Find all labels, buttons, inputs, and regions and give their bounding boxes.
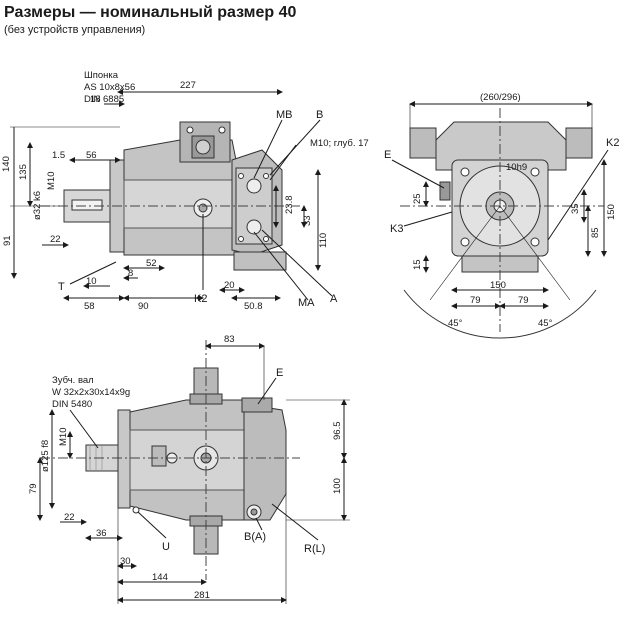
- dim-10h9: 10h9: [506, 162, 527, 173]
- spline-note-line3: DIN 5480: [52, 399, 92, 410]
- dim-150-horizontal: 150: [490, 280, 506, 291]
- dim-83: 83: [224, 334, 235, 345]
- key-note-line2: AS 10x8x56: [84, 82, 135, 93]
- port-k2-label-end: K2: [606, 137, 619, 149]
- dim-58: 58: [84, 301, 95, 312]
- dim-23-8: 23.8: [284, 196, 295, 215]
- dim-22: 22: [50, 234, 61, 245]
- dim-m10-bottom: M10: [58, 428, 69, 446]
- dim-135: 135: [18, 164, 29, 180]
- dim-144: 144: [152, 572, 168, 583]
- port-t-label: T: [58, 281, 65, 293]
- port-ma-label: MA: [298, 297, 315, 309]
- dim-227: 227: [180, 80, 196, 91]
- spline-note-line2: W 32x2x30x14x9g: [52, 387, 130, 398]
- dim-25: 25: [412, 193, 423, 204]
- port-k2-label: K2: [194, 293, 207, 305]
- key-note-line1: Шпонка: [84, 70, 119, 81]
- page-subtitle: (без устройств управления): [4, 24, 146, 36]
- port-e-label-bottom: E: [276, 367, 283, 379]
- port-k3-label: K3: [390, 223, 403, 235]
- side-view-text: Шпонка AS 10x8x56 DIN 6885 M10; глуб. 17…: [1, 70, 369, 312]
- dim-281: 281: [194, 590, 210, 601]
- dim-1-5: 1.5: [52, 150, 65, 161]
- dim-91: 91: [2, 235, 13, 246]
- port-b-label: B: [316, 109, 323, 121]
- dim-35: 35: [570, 203, 581, 214]
- dim-32k6: ø32 k6: [32, 191, 43, 220]
- spline-note-line1: Зубч. вал: [52, 375, 94, 386]
- dim-79-left: 79: [470, 295, 481, 306]
- angle-45-left: 45°: [448, 318, 463, 329]
- side-view: [10, 89, 333, 301]
- dim-20: 20: [224, 280, 235, 291]
- thread-note: M10; глуб. 17: [310, 138, 369, 149]
- dim-8: 8: [128, 268, 133, 279]
- port-a-label: A: [330, 293, 338, 305]
- dim-150-vertical: 150: [606, 204, 617, 220]
- dim-100: 100: [332, 478, 343, 494]
- dim-125f8: ø125 f8: [40, 440, 51, 472]
- dim-30: 30: [120, 556, 131, 567]
- dim-260-296: (260/296): [480, 92, 521, 103]
- dim-52: 52: [146, 258, 157, 269]
- dim-33: 33: [302, 215, 313, 226]
- port-mb-label: MB: [276, 109, 293, 121]
- port-e-label: E: [384, 149, 391, 161]
- port-b-a-label: B(A): [244, 531, 266, 543]
- dim-56: 56: [86, 150, 97, 161]
- page-title: Размеры — номинальный размер 40: [4, 4, 297, 21]
- dim-50-8: 50.8: [244, 301, 263, 312]
- dim-15: 15: [412, 259, 423, 270]
- dim-110: 110: [318, 233, 329, 248]
- end-view: [391, 101, 609, 339]
- dim-140: 140: [1, 156, 12, 172]
- bottom-view-text: Зубч. вал W 32x2x30x14x9g DIN 5480 83 ø1…: [28, 334, 343, 601]
- key-note-line3: DIN 6885: [84, 94, 124, 105]
- dim-36: 36: [96, 528, 107, 539]
- dim-79-bottom: 79: [28, 483, 39, 494]
- dim-85: 85: [590, 227, 601, 238]
- dim-10: 10: [86, 276, 97, 287]
- dim-18: 18: [90, 94, 101, 105]
- end-view-text: (260/296) 10h9 25 35 150 85 15 150 79 79…: [384, 92, 619, 329]
- bottom-view: [37, 340, 350, 604]
- port-r-l-label: R(L): [304, 543, 325, 555]
- angle-45-right: 45°: [538, 318, 553, 329]
- dim-m10: M10: [46, 172, 57, 190]
- port-u-label: U: [162, 541, 170, 553]
- dim-22-bottom: 22: [64, 512, 75, 523]
- dim-79-right: 79: [518, 295, 529, 306]
- dim-90: 90: [138, 301, 149, 312]
- dim-96-5: 96.5: [332, 422, 343, 441]
